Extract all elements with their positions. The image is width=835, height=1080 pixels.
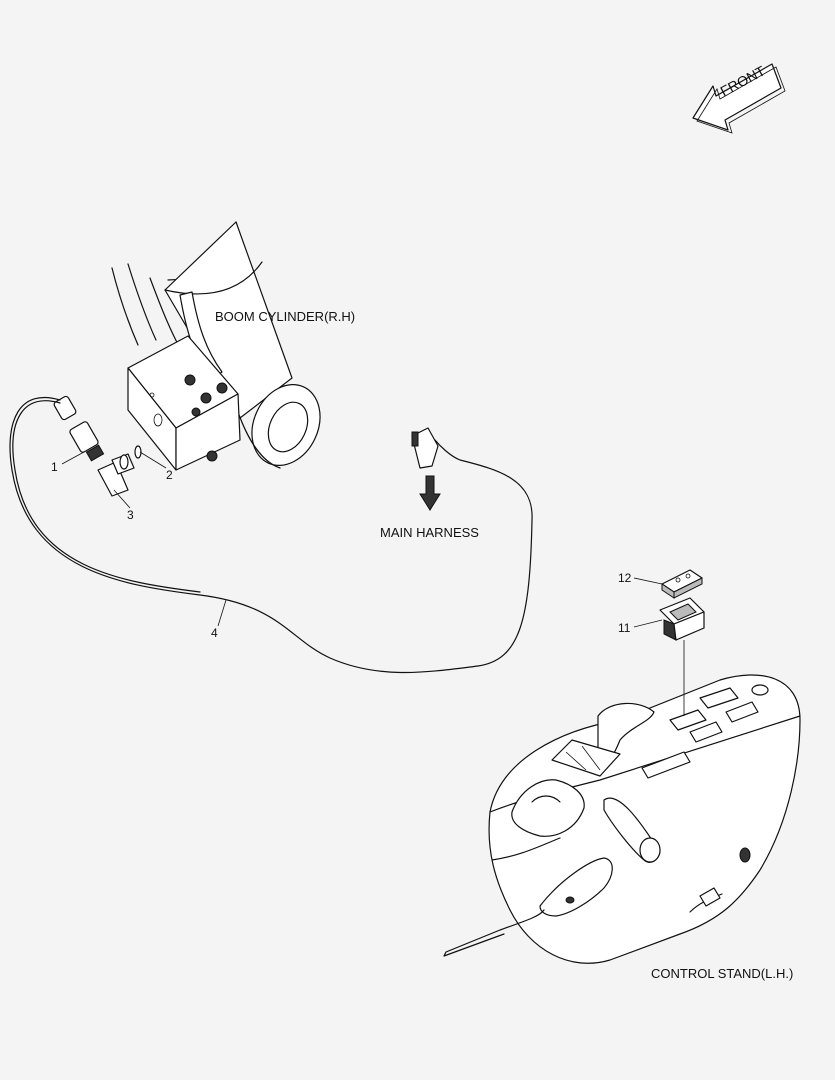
rocker-switch [659,597,705,641]
o-ring [119,445,142,470]
control-stand [443,640,801,964]
front-arrow-icon [692,63,786,134]
switch-cap [661,569,703,599]
elbow-fitting [97,453,135,497]
callout-4: 4 [211,626,218,640]
leader-lines [61,451,663,628]
wire-harness [9,396,533,674]
callout-11: 11 [618,621,631,635]
control-stand-label: CONTROL STAND(L.H.) [651,966,794,981]
valve-block [127,335,241,471]
callout-2: 2 [166,468,173,482]
callout-12: 12 [618,571,632,585]
boom-cylinder-label: BOOM CYLINDER(R.H) [215,309,356,324]
boom-cylinder [111,221,321,469]
main-harness-label: MAIN HARNESS [380,525,479,540]
pressure-sensor [53,395,105,462]
down-arrow-icon [419,475,441,511]
callout-3: 3 [127,508,134,522]
callout-1: 1 [51,460,58,474]
